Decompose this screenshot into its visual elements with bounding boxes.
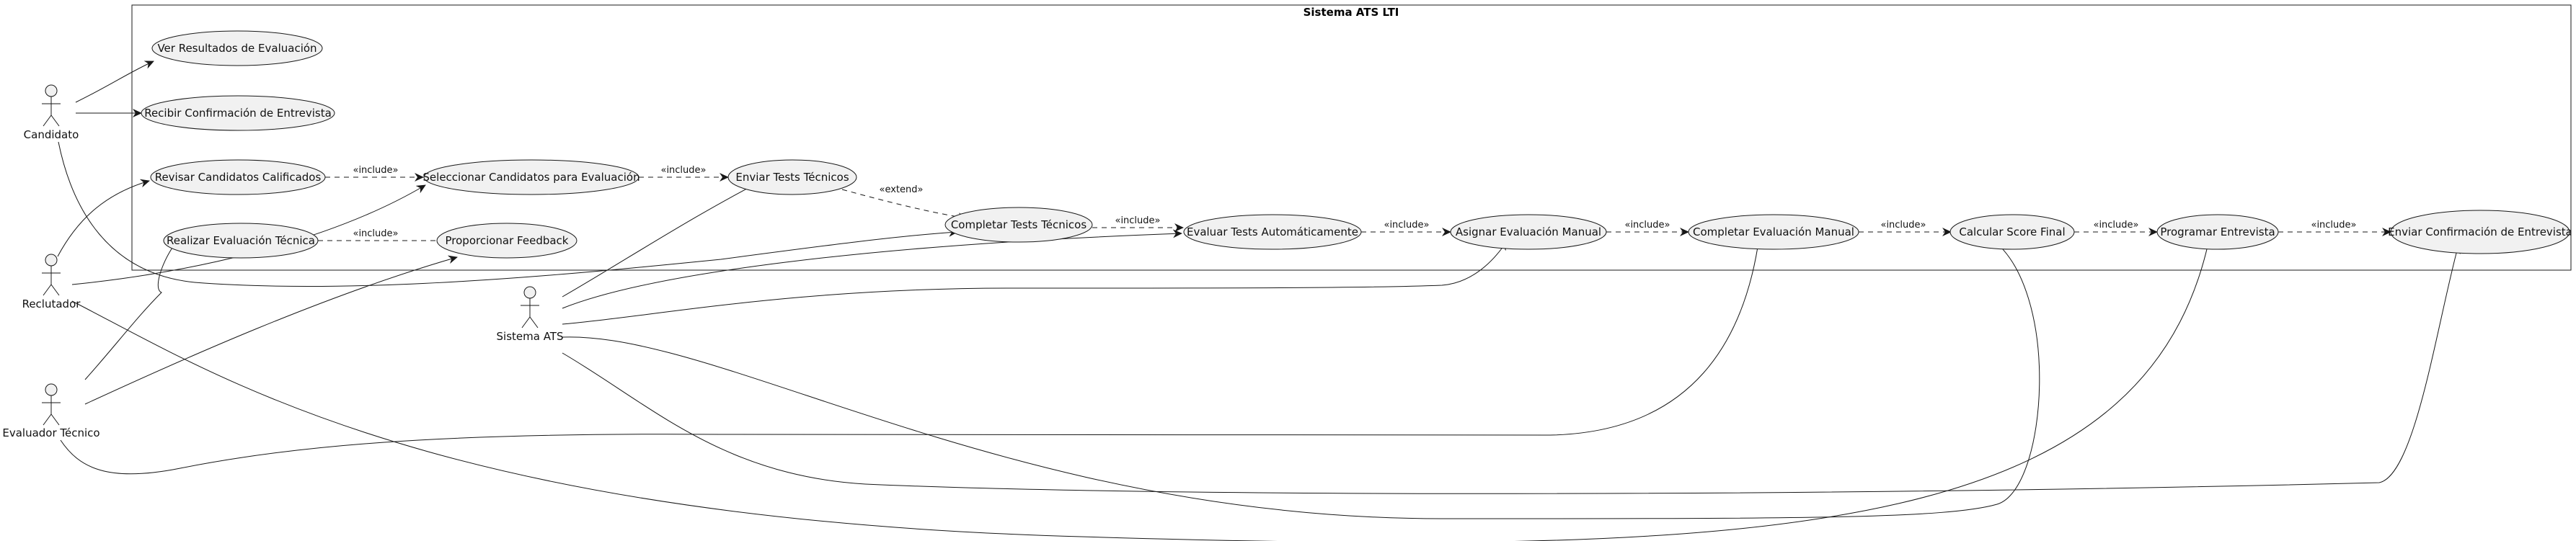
use-case-recibir-confirmacion[interactable]: Recibir Confirmación de Entrevista [141,95,335,131]
include-label: «include» [1115,215,1160,226]
include-label: «include» [1880,220,1926,231]
actor-sistema-ats[interactable]: Sistema ATS [497,286,564,343]
use-case-label: Calcular Score Final [1959,225,2065,238]
use-case-realizar-evaluacion[interactable]: Realizar Evaluación Técnica [163,223,319,259]
include-label: «include» [2093,220,2138,231]
use-case-ver-resultados[interactable]: Ver Resultados de Evaluación [151,30,323,66]
use-case-label: Realizar Evaluación Técnica [167,234,315,247]
actor-evaluador-tecnico[interactable]: Evaluador Técnico [2,383,100,439]
use-case-enviar-tests[interactable]: Enviar Tests Técnicos [727,159,857,195]
use-case-calcular-score[interactable]: Calcular Score Final [1949,214,2075,250]
dependency-line [841,189,968,222]
associations [57,61,2461,541]
association-line [562,241,1508,325]
stick-figure-icon [42,84,61,127]
use-case-label: Ver Resultados de Evaluación [157,42,317,55]
use-case-label: Enviar Confirmación de Entrevista [2388,225,2572,238]
system-title: Sistema ATS LTI [1304,6,1399,19]
stereotype-labels: «include» «include» «extend» «include» «… [353,165,2356,239]
include-label: «include» [2311,220,2356,231]
stick-figure-icon [521,286,539,328]
association-line [562,174,775,298]
include-label: «include» [353,228,398,239]
stick-figure-icon [42,383,61,426]
association-line [84,237,181,380]
use-case-label: Asignar Evaluación Manual [1456,225,1601,238]
include-label: «include» [353,165,398,176]
association-line [562,244,2461,494]
include-label: «include» [660,165,706,176]
actor-candidato[interactable]: Candidato [24,84,79,141]
use-case-proporcionar-feedback[interactable]: Proporcionar Feedback [436,223,577,259]
use-case-evaluar-tests[interactable]: Evaluar Tests Automáticamente [1183,214,1362,250]
association-line [75,61,154,103]
use-case-programar-entrevista[interactable]: Programar Entrevista [2156,214,2279,250]
include-label: «include» [1384,220,1429,231]
use-case-label: Seleccionar Candidatos para Evaluación [422,171,639,184]
association-line [58,141,958,287]
use-case-label: Evaluar Tests Automáticamente [1187,225,1358,238]
association-line [57,179,150,257]
stick-figure-icon [42,254,61,296]
use-case-enviar-confirmacion[interactable]: Enviar Confirmación de Entrevista [2388,210,2572,254]
use-case-label: Completar Tests Técnicos [951,218,1086,231]
use-case-label: Recibir Confirmación de Entrevista [144,107,332,120]
use-case-revisar-candidatos[interactable]: Revisar Candidatos Calificados [150,159,326,195]
include-label: «include» [1624,220,1670,231]
use-case-label: Programar Entrevista [2160,225,2275,238]
dependency-lines [318,173,2391,245]
use-case-completar-evaluacion[interactable]: Completar Evaluación Manual [1688,214,1859,250]
use-case-label: Revisar Candidatos Calificados [155,171,322,184]
actor-reclutador[interactable]: Reclutador [22,254,81,310]
actor-label: Sistema ATS [497,330,564,343]
association-line [60,237,1763,475]
use-case-label: Completar Evaluación Manual [1693,225,1854,238]
extend-label: «extend» [880,184,924,195]
use-case-seleccionar-candidatos[interactable]: Seleccionar Candidatos para Evaluación [422,159,640,195]
use-case-asignar-evaluacion[interactable]: Asignar Evaluación Manual [1450,214,1607,250]
actor-label: Evaluador Técnico [2,426,99,439]
use-case-label: Proporcionar Feedback [446,234,569,247]
actor-label: Candidato [24,128,79,141]
use-case-label: Enviar Tests Técnicos [735,171,849,184]
use-case-completar-tests[interactable]: Completar Tests Técnicos [944,207,1093,243]
association-line [71,216,2217,541]
actor-label: Reclutador [22,298,81,310]
association-line [562,237,2040,519]
association-line [84,255,458,405]
